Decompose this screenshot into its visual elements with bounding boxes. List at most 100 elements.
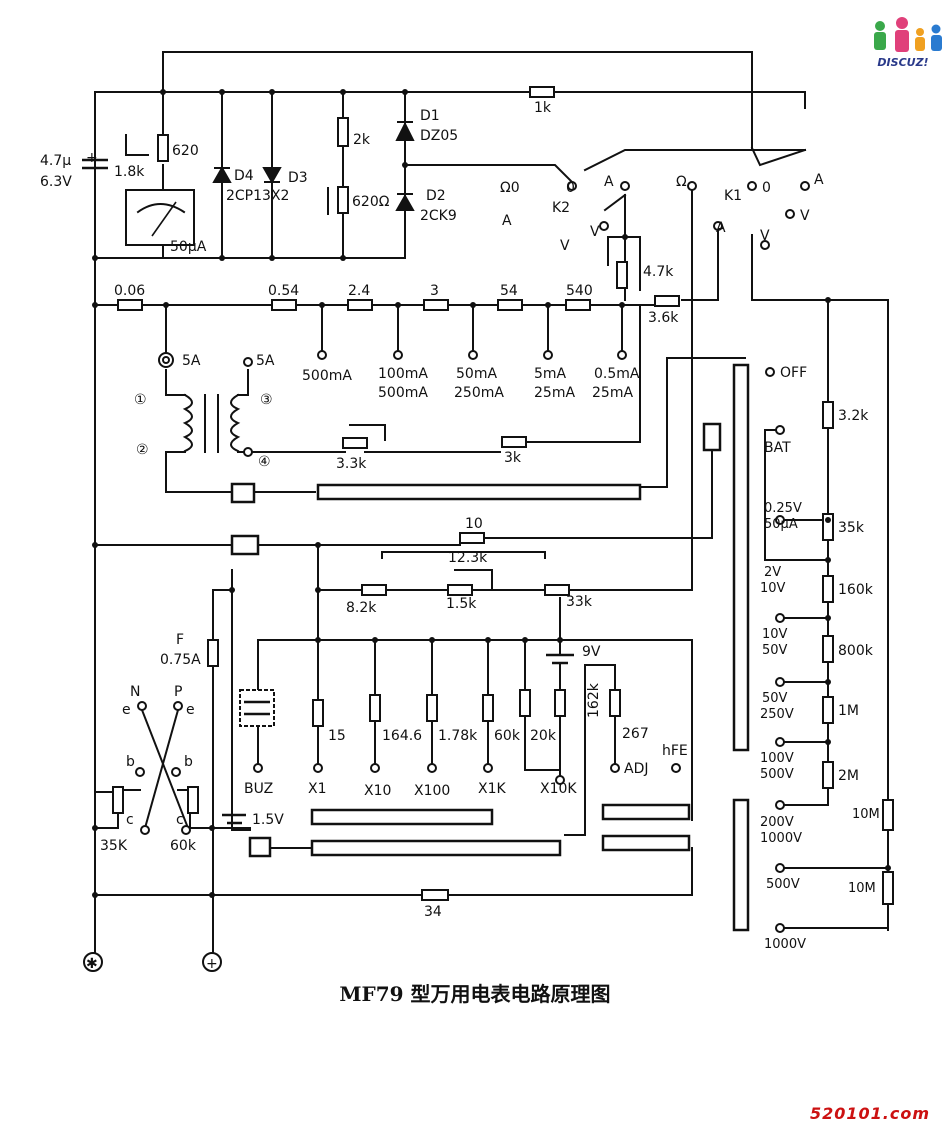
k2-0-label: 0: [566, 180, 575, 196]
r-60k-label: 60k: [494, 728, 521, 744]
winding-1-label: ①: [134, 392, 147, 408]
r-1-78k-label: 1.78k: [438, 728, 478, 744]
transformer: [182, 393, 241, 453]
npn-label: N: [130, 684, 140, 700]
cap-voltage-label: 6.3V: [40, 174, 72, 190]
v100-label: 100V: [760, 751, 794, 766]
x100-label: X100: [414, 783, 450, 799]
tap-100ma-label: 100mA: [378, 366, 428, 382]
tap-0-5ma-label: 0.5mA: [594, 366, 640, 382]
v500b-label: 500V: [766, 877, 800, 892]
k1-v-label: V: [800, 208, 810, 224]
r-3-2k-label: 3.2k: [838, 408, 869, 424]
r-2k-label: 2k: [353, 132, 371, 148]
tap-5ma-label: 5mA: [534, 366, 567, 382]
jack-5a-label: 5A: [182, 353, 201, 369]
winding-4-label: ④: [258, 454, 271, 470]
r-4-7k-label: 4.7k: [643, 264, 674, 280]
r-3-3k-label: 3.3k: [336, 456, 367, 472]
d1-label: D1: [420, 108, 440, 124]
r-10m2-label: 10M: [848, 881, 876, 896]
v-k1-label: V: [760, 228, 770, 244]
r-1-8k-label: 1.8k: [114, 164, 145, 180]
k1-label: K1: [724, 188, 742, 204]
r-620-ohm-label: 620Ω: [352, 194, 390, 210]
x10-label: X10: [364, 783, 391, 799]
v2-label: 2V: [764, 565, 781, 580]
winding-3-label: ③: [260, 392, 273, 408]
range-switch-wafers: [230, 363, 750, 932]
buzzer: [239, 689, 275, 727]
r-54-label: 54: [500, 283, 518, 299]
k2-a-label: A: [604, 174, 614, 190]
com-terminal-label: ✱: [86, 956, 98, 972]
site-watermark: 520101.com: [809, 1104, 930, 1123]
meter-movement: [125, 189, 195, 246]
tap-500ma-label: 500mA: [302, 368, 352, 384]
r-33k-label: 33k: [566, 594, 593, 610]
jack-5a2-label: 5A: [256, 353, 275, 369]
v10-label: 10V: [760, 581, 786, 596]
v10b-label: 10V: [762, 627, 788, 642]
v50-label: 50V: [762, 643, 788, 658]
r-1k-label: 1k: [534, 100, 552, 116]
base-p-label: b: [184, 754, 193, 770]
diagram-caption: MF79 型万用电表电路原理图: [339, 982, 611, 1006]
r-10m-label: 10M: [852, 807, 880, 822]
x1-label: X1: [308, 781, 327, 797]
r-267-label: 267: [622, 726, 649, 742]
r-0-06-label: 0.06: [114, 283, 145, 299]
r-20k-label: 20k: [530, 728, 557, 744]
emitter-p-label: e: [186, 702, 195, 718]
emitter-n-label: e: [122, 702, 131, 718]
r-800k-label: 800k: [838, 643, 874, 659]
v50b-label: 50V: [762, 691, 788, 706]
d4-label: D4: [234, 168, 254, 184]
v1000b-label: 1000V: [764, 937, 806, 952]
v200-label: 200V: [760, 815, 794, 830]
v1000-label: 1000V: [760, 831, 802, 846]
d3-label: D3: [288, 170, 308, 186]
a-k1-label: A: [716, 220, 726, 236]
r-162k-label: 162k: [586, 682, 602, 718]
k1-0-label: 0: [762, 180, 771, 196]
x1k-label: X1K: [478, 781, 506, 797]
capacitor: [82, 158, 108, 170]
r-2-4-label: 2.4: [348, 283, 370, 299]
battery-1-5v-label: 1.5V: [252, 812, 284, 828]
terminals: [83, 181, 810, 972]
tap-25ma2-label: 25mA: [592, 385, 633, 401]
tap-25ma-label: 25mA: [534, 385, 575, 401]
v025-label: 0.25V: [764, 501, 802, 516]
buz-label: BUZ: [244, 781, 273, 797]
collector-n-label: c: [126, 812, 134, 828]
pnp-label: P: [174, 684, 182, 700]
cap-label: 4.7μ: [40, 153, 71, 169]
r-160k-label: 160k: [838, 582, 874, 598]
r-10-label: 10: [465, 516, 483, 532]
r-3k-label: 3k: [504, 450, 522, 466]
plus-terminal-label: +: [206, 956, 218, 972]
r-60k2-label: 60k: [170, 838, 197, 854]
pot-620-label: 620: [172, 143, 199, 159]
component-labels: 4.7μ + 6.3V 620 1.8k 50μA D4 2CP13X2 D3 …: [40, 100, 880, 972]
collector-p-label: c: [176, 812, 184, 828]
bat-label: BAT: [764, 440, 791, 456]
r-34-label: 34: [424, 904, 442, 920]
junction-dots: [92, 89, 891, 898]
adj-label: ADJ: [624, 761, 649, 777]
r-35k-label: 35k: [838, 520, 865, 536]
meter-label: 50μA: [170, 239, 207, 255]
omega-label: Ω: [676, 174, 687, 190]
winding-2-label: ②: [136, 442, 149, 458]
discuz-logo-text: DISCUZ!: [877, 56, 929, 69]
r-540-label: 540: [566, 283, 593, 299]
base-n-label: b: [126, 754, 135, 770]
k2-label: K2: [552, 200, 570, 216]
v500-label: 500V: [760, 767, 794, 782]
v-mid-label: V: [560, 238, 570, 254]
off-label: OFF: [780, 365, 807, 381]
d2-label: D2: [426, 188, 446, 204]
tap-500ma2-label: 500mA: [378, 385, 428, 401]
